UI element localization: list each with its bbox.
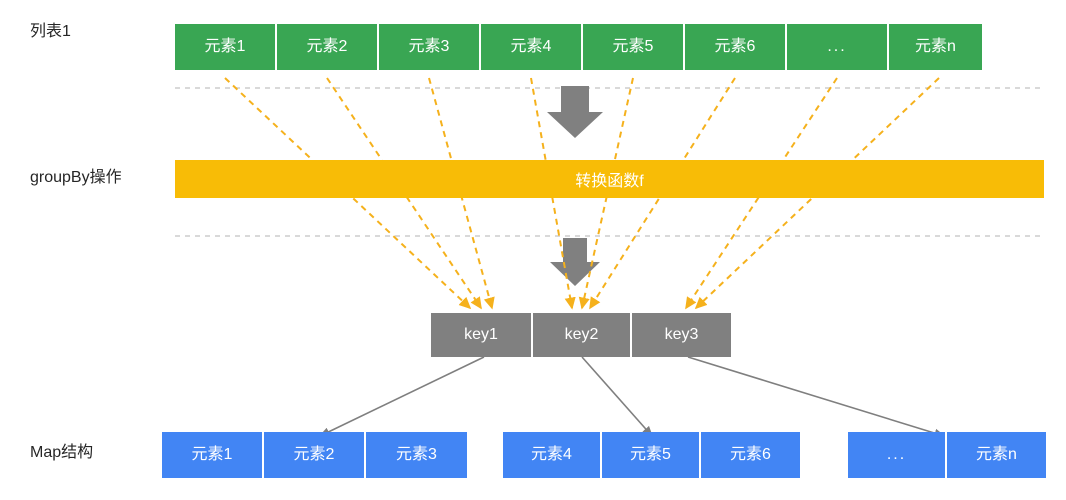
key-cell-key2[interactable]: key2 [533,313,632,357]
map-cell[interactable]: 元素n [947,432,1046,478]
map-cell[interactable]: 元素2 [264,432,366,478]
transform-bar-label: 转换函数f [575,173,644,190]
arrow-key3-group3 [687,356,946,438]
list-cell[interactable]: 元素n [889,24,982,70]
key-cell-key3[interactable]: key3 [632,313,731,357]
map-line-e2-key1 [326,77,482,310]
row-label-list1: 列表1 [30,23,71,40]
map-line-e4-key2 [530,77,576,310]
map-group-1: 元素1 元素2 元素3 [162,432,467,478]
list-cell[interactable]: 元素4 [481,24,583,70]
row-label-map: Map结构 [30,444,94,461]
map-cell[interactable]: 元素4 [503,432,602,478]
list-cell-ellipsis[interactable]: ... [787,24,889,70]
list-cell[interactable]: 元素3 [379,24,481,70]
map-cell[interactable]: 元素5 [602,432,701,478]
down-arrow-top [547,86,603,138]
list-cell[interactable]: 元素1 [175,24,277,70]
key-to-group-arrows [318,356,946,438]
list-cell[interactable]: 元素5 [583,24,685,70]
row-label-groupby: groupBy操作 [30,169,122,186]
map-group-3: ... 元素n [848,432,1046,478]
map-cell[interactable]: 元素1 [162,432,264,478]
arrow-key2-group2 [581,356,654,438]
transform-bar[interactable]: 转换函数f [175,160,1044,198]
map-line-e3-key1 [428,77,495,310]
map-cell[interactable]: 元素3 [366,432,467,478]
list-cell[interactable]: 元素6 [685,24,787,70]
arrow-key1-group1 [318,356,485,437]
list-row: 元素1 元素2 元素3 元素4 元素5 元素6 ... 元素n [175,24,982,70]
down-arrow-bottom [550,238,600,286]
key-row: key1 key2 key3 [431,313,731,357]
map-group-2: 元素4 元素5 元素6 [503,432,800,478]
list-cell[interactable]: 元素2 [277,24,379,70]
map-cell[interactable]: 元素6 [701,432,800,478]
map-cell-ellipsis[interactable]: ... [848,432,947,478]
key-cell-key1[interactable]: key1 [431,313,533,357]
